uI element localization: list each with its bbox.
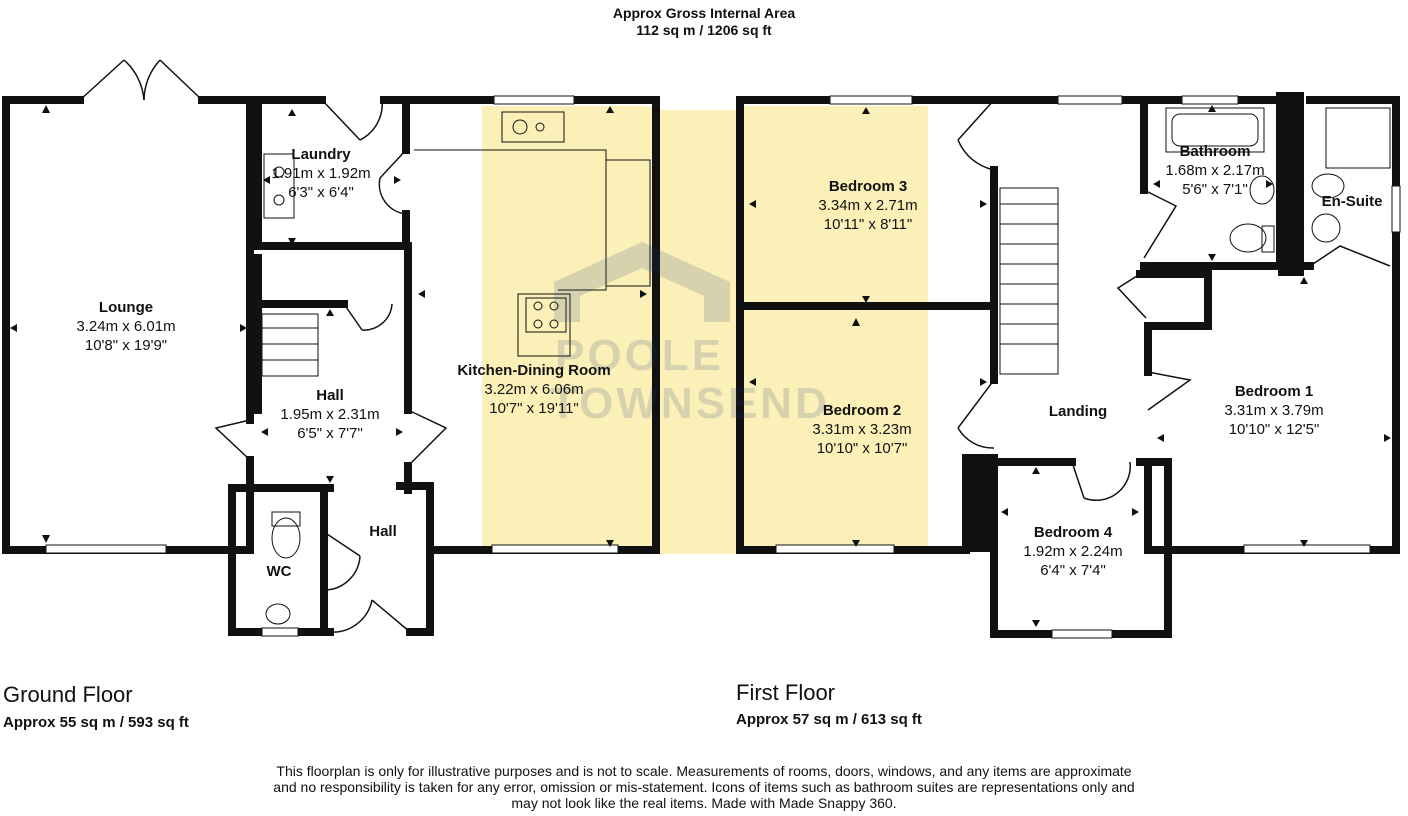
ground-floor-fixtures (261, 111, 651, 625)
highlight-kitchen (482, 106, 652, 552)
room-metric: 1.68m x 2.17m (1165, 162, 1265, 179)
bathroom-basin-icon (1249, 175, 1275, 205)
room-bedroom-4: Bedroom 4 1.92m x 2.24m 6'4" x 7'4" (1023, 523, 1122, 580)
kitchen-worktop-icon (605, 159, 651, 287)
shower-icon (1325, 107, 1391, 169)
watermark-line-2: TOWNSEND (550, 379, 830, 428)
first-floor-area: Approx 57 sq m / 613 sq ft (736, 711, 922, 728)
room-bedroom-3: Bedroom 3 3.34m x 2.71m 10'11" x 8'11" (818, 177, 917, 234)
first-stairs-icon (999, 187, 1059, 375)
room-en-suite: En-Suite (1322, 192, 1383, 211)
room-metric: 3.24m x 6.01m (76, 318, 176, 335)
disclaimer-line-1: This floorplan is only for illustrative … (276, 763, 1132, 779)
room-imperial: 10'11" x 8'11" (823, 216, 913, 233)
company-watermark: POOLE TOWNSEND (550, 242, 827, 432)
room-bedroom-2: Bedroom 2 3.31m x 3.23m 10'10" x 10'7" (812, 401, 911, 458)
room-bathroom: Bathroom 1.68m x 2.17m 5'6" x 7'1" (1165, 142, 1264, 199)
ensuite-toilet-icon (1311, 173, 1345, 199)
watermark-house-icon (554, 242, 730, 322)
room-name: Bedroom 4 (1033, 524, 1113, 541)
gross-area-header: Approx Gross Internal Area 112 sq m / 12… (0, 5, 1408, 39)
room-imperial: 10'10" x 10'7" (816, 440, 908, 457)
dimension-arrows (10, 105, 1391, 627)
ground-floor-windows (45, 95, 619, 637)
room-metric: 1.91m x 1.92m (271, 165, 371, 182)
room-imperial: 5'6" x 7'1" (1182, 181, 1248, 198)
bath-icon (1165, 107, 1265, 153)
room-wc: WC (267, 562, 292, 581)
ensuite-basin-icon (1311, 213, 1341, 243)
first-floor-label: First Floor (736, 680, 835, 705)
room-imperial: 6'3" x 6'4" (288, 184, 354, 201)
highlight-bedrooms (744, 106, 928, 552)
room-name: Laundry (291, 146, 351, 163)
room-name: Bedroom 1 (1234, 383, 1314, 400)
room-name: Landing (1048, 403, 1108, 420)
room-imperial: 10'7" x 19'11" (489, 400, 579, 417)
room-metric: 1.92m x 2.24m (1023, 543, 1123, 560)
ground-floor-walls (2, 96, 660, 636)
wc-toilet-icon (271, 517, 301, 559)
wc-basin-icon (265, 603, 291, 625)
ground-floor-area: Approx 55 sq m / 593 sq ft (3, 714, 189, 731)
gross-area-title: Approx Gross Internal Area (612, 5, 796, 21)
room-lower-hall: Hall (369, 522, 397, 541)
hob-icon (517, 293, 571, 357)
room-imperial: 6'4" x 7'4" (1040, 562, 1106, 579)
highlight-zones (482, 106, 928, 554)
ground-stairs-icon (261, 313, 319, 377)
room-imperial: 10'10" x 12'5" (1228, 421, 1320, 438)
room-hall: Hall 1.95m x 2.31m 6'5" x 7'7" (280, 386, 379, 443)
ground-floor-label: Ground Floor (3, 682, 133, 707)
disclaimer-line-3: may not look like the real items. Made w… (511, 795, 897, 811)
kitchen-sink-icon (501, 111, 565, 143)
highlight-gap (652, 110, 738, 554)
room-name: Hall (369, 523, 397, 540)
room-bedroom-1: Bedroom 1 3.31m x 3.79m 10'10" x 12'5" (1224, 382, 1323, 439)
gross-area-value: 112 sq m / 1206 sq ft (636, 22, 772, 38)
first-floor-windows (775, 95, 1401, 639)
room-metric: 3.22m x 6.06m (484, 381, 584, 398)
room-name: WC (266, 563, 292, 580)
laundry-sink-icon (263, 153, 295, 219)
room-imperial: 10'8" x 19'9" (84, 337, 168, 354)
disclaimer: This floorplan is only for illustrative … (200, 763, 1208, 811)
room-metric: 1.95m x 2.31m (280, 406, 380, 423)
bathroom-toilet-icon (1229, 223, 1267, 253)
room-lounge: Lounge 3.24m x 6.01m 10'8" x 19'9" (76, 298, 175, 355)
room-laundry: Laundry 1.91m x 1.92m 6'3" x 6'4" (271, 145, 370, 202)
first-floor-doors (957, 99, 1391, 502)
room-landing: Landing (1049, 402, 1107, 421)
room-kitchen-dining: Kitchen-Dining Room 3.22m x 6.06m 10'7" … (457, 361, 610, 418)
room-metric: 3.31m x 3.23m (812, 421, 912, 438)
room-name: Bedroom 2 (822, 402, 902, 419)
room-name: Kitchen-Dining Room (457, 362, 611, 379)
first-floor-fixtures (1165, 107, 1391, 253)
room-name: En-Suite (1321, 193, 1383, 210)
room-name: Bathroom (1179, 143, 1251, 160)
room-imperial: 6'5" x 7'7" (297, 425, 363, 442)
ground-floor-doors (79, 59, 448, 633)
watermark-line-1: POOLE (555, 331, 725, 380)
room-metric: 3.34m x 2.71m (818, 197, 918, 214)
room-name: Hall (316, 387, 344, 404)
room-name: Bedroom 3 (828, 178, 908, 195)
room-name: Lounge (98, 299, 154, 316)
room-metric: 3.31m x 3.79m (1224, 402, 1324, 419)
disclaimer-line-2: and no responsibility is taken for any e… (273, 779, 1135, 795)
